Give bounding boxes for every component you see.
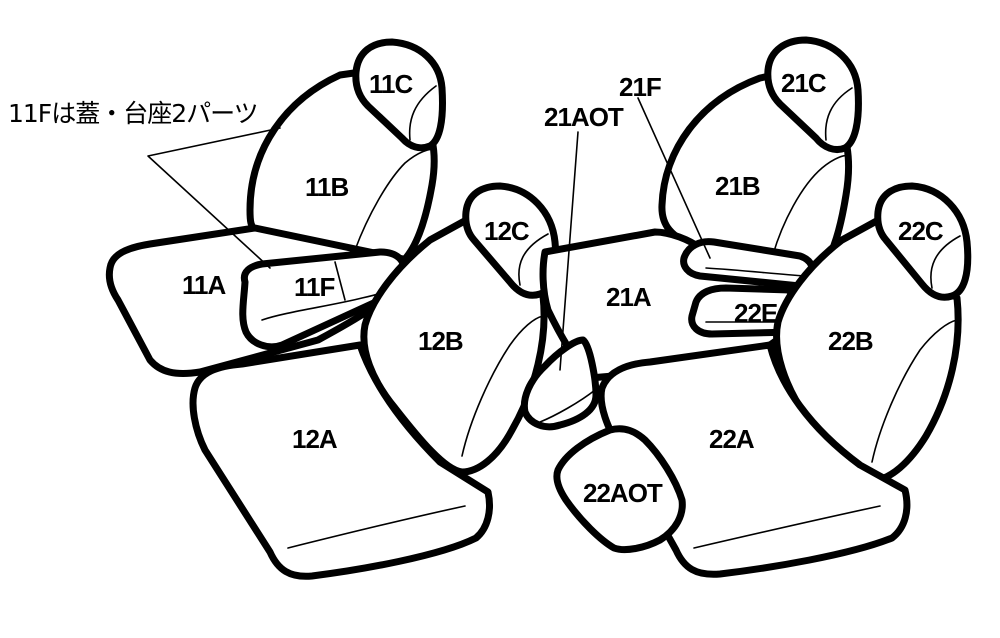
leader-line-21AOT bbox=[559, 131, 579, 371]
part-22AOT-shape bbox=[553, 425, 686, 554]
part-21F-seam bbox=[705, 267, 806, 277]
label-21C: 21C bbox=[781, 68, 827, 98]
label-11F: 11F bbox=[294, 272, 334, 302]
part-11C-shape bbox=[352, 38, 446, 152]
label-22A: 22A bbox=[709, 424, 755, 454]
label-22C: 22C bbox=[898, 216, 944, 246]
label-12C: 12C bbox=[484, 216, 530, 246]
label-21A: 21A bbox=[606, 282, 652, 312]
label-21AOT: 21AOT bbox=[544, 102, 624, 132]
note-text: 11Fは蓋・台座2パーツ bbox=[8, 99, 258, 128]
part-21B-seam bbox=[771, 154, 851, 259]
label-21F: 21F bbox=[619, 72, 661, 102]
label-11C: 11C bbox=[369, 69, 413, 99]
part-11C-seam bbox=[408, 85, 437, 141]
label-12A: 12A bbox=[292, 424, 338, 454]
part-11F-divider bbox=[334, 261, 346, 301]
part-12C-seam bbox=[518, 233, 549, 286]
leader-line-note bbox=[147, 127, 281, 269]
part-21C-shape bbox=[764, 36, 862, 154]
label-11A: 11A bbox=[182, 270, 226, 300]
part-21C-seam bbox=[824, 87, 853, 141]
part-12A-seam bbox=[287, 505, 466, 549]
part-21AOT-seam bbox=[539, 389, 596, 423]
label-22AOT: 22AOT bbox=[583, 478, 663, 508]
part-21AOT-shape bbox=[520, 336, 600, 431]
part-22A-seam bbox=[693, 505, 881, 549]
part-12B-seam bbox=[461, 315, 544, 457]
part-22B-seam bbox=[871, 319, 958, 463]
label-21B: 21B bbox=[715, 171, 760, 201]
part-12A-shape bbox=[189, 341, 493, 580]
label-22E: 22E bbox=[734, 298, 778, 328]
part-22C-shape bbox=[874, 182, 972, 301]
label-11B: 11B bbox=[305, 172, 348, 202]
label-12B: 12B bbox=[418, 326, 463, 356]
label-22B: 22B bbox=[828, 326, 873, 356]
part-22C-seam bbox=[930, 235, 961, 289]
leader-line-21F bbox=[637, 97, 711, 259]
